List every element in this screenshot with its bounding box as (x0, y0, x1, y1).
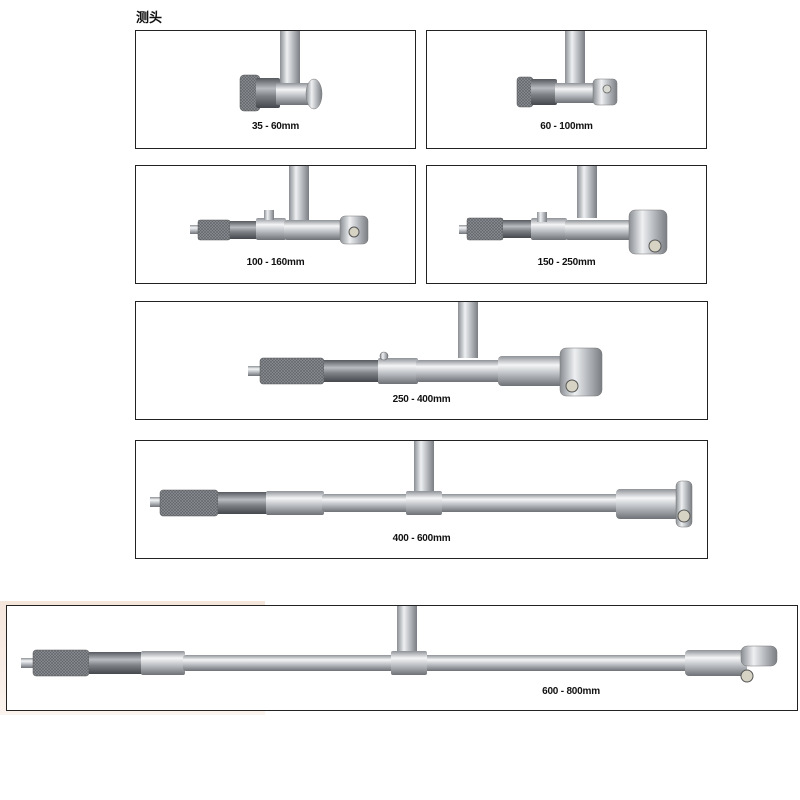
head-range-label: 60 - 100mm (540, 121, 593, 132)
micrometer-head-400-600-image (150, 441, 693, 528)
head-panel-250-400: 250 - 400mm (135, 301, 708, 420)
head-panel-35-60: 35 - 60mm (135, 30, 416, 149)
head-panel-150-250: 150 - 250mm (426, 165, 707, 284)
head-range-label: 100 - 160mm (246, 257, 305, 268)
head-panel-100-160: 100 - 160mm (135, 165, 416, 284)
head-range-label: 150 - 250mm (537, 257, 596, 268)
head-range-label: 600 - 800mm (542, 686, 600, 697)
micrometer-head-600-800-image (21, 606, 778, 683)
head-range-label: 400 - 600mm (392, 533, 451, 544)
head-range-label: 35 - 60mm (251, 121, 300, 132)
micrometer-head-150-250-image (459, 166, 668, 255)
section-title: 测头 (136, 11, 163, 26)
head-panel-600-800: 600 - 800mm (6, 605, 798, 711)
head-panel-60-100: 60 - 100mm (426, 30, 707, 149)
micrometer-head-60-100-image (516, 31, 618, 108)
head-panel-400-600: 400 - 600mm (135, 440, 708, 559)
head-range-label: 250 - 400mm (392, 394, 451, 405)
micrometer-head-100-160-image (190, 166, 369, 245)
micrometer-head-250-400-image (248, 302, 603, 397)
micrometer-head-35-60-image (239, 31, 323, 112)
